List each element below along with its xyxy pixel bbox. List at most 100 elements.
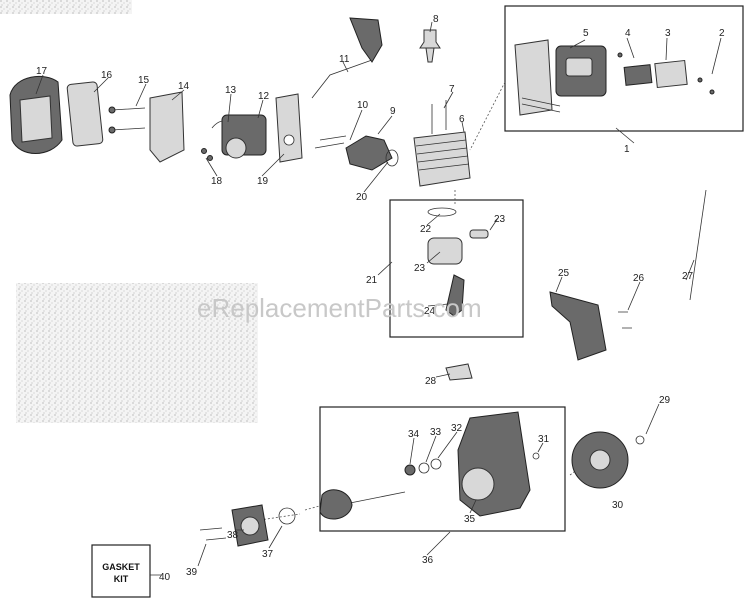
callout-3: 3 (665, 28, 671, 39)
callout-37: 37 (262, 549, 274, 560)
bearing-32 (430, 458, 442, 470)
callout-26: 26 (633, 273, 645, 284)
callout-22: 22 (420, 224, 432, 235)
callout-14: 14 (178, 81, 190, 92)
screw-head-15b (108, 126, 116, 134)
callout-35: 35 (464, 514, 476, 525)
callout-33: 33 (430, 427, 442, 438)
screw-18b (207, 155, 213, 161)
intake-manifold (345, 135, 393, 171)
crank-web (319, 489, 353, 520)
muffler-window (565, 57, 593, 77)
muffler-plate (654, 59, 688, 89)
assembly-line-starter (259, 513, 301, 521)
callout-28: 28 (425, 376, 437, 387)
callout-5: 5 (583, 28, 589, 39)
callout-23b: 23 (414, 263, 426, 274)
washer-34 (404, 464, 416, 476)
callout-23a: 23 (494, 214, 506, 225)
muffler-screw-a (697, 77, 703, 83)
assembly-line-muffler (469, 81, 506, 151)
carb-bowl (225, 137, 247, 159)
starter-pulley (240, 516, 260, 536)
screws-15 (111, 107, 146, 131)
coil-screws (618, 311, 632, 329)
callout-40: 40 (159, 572, 171, 583)
callout-38: 38 (227, 530, 239, 541)
group-box-piston (389, 199, 524, 338)
group-box-muffler (504, 5, 744, 132)
cylinder-fins (415, 139, 470, 171)
air-filter-cover-face (19, 95, 53, 143)
callout-8: 8 (433, 14, 439, 25)
gasket-kit-line1: GASKET (102, 562, 140, 572)
spark-plug-boot (349, 17, 383, 63)
callout-9: 9 (390, 106, 396, 117)
callout-34: 34 (408, 429, 420, 440)
callout-7: 7 (449, 84, 455, 95)
callout-36: 36 (422, 555, 434, 566)
screws-39 (199, 527, 227, 541)
washer-29 (635, 435, 645, 445)
muffler-screw-b (709, 89, 715, 95)
o-ring-20 (385, 149, 399, 167)
spark-plug (419, 29, 441, 63)
group-box-crankcase (319, 406, 566, 532)
cylinder-bolts (431, 100, 447, 134)
seal-33 (418, 462, 430, 474)
callout-19: 19 (257, 176, 269, 187)
o-ring-37 (278, 507, 296, 525)
air-filter (66, 81, 104, 147)
callout-27: 27 (682, 271, 694, 282)
callout-24: 24 (424, 306, 436, 317)
leader-lines (35, 21, 722, 576)
callout-12: 12 (258, 91, 270, 102)
crankcase-housing (457, 411, 531, 517)
callout-labels: 1 2 3 4 5 6 7 8 9 10 11 12 13 14 15 16 1… (36, 14, 725, 583)
callout-17: 17 (36, 66, 48, 77)
flywheel-hub (589, 449, 611, 471)
insulator-plate (275, 93, 303, 163)
callout-20: 20 (356, 192, 368, 203)
watermark: eReplacementParts.com (197, 293, 482, 323)
callout-30: 30 (612, 500, 624, 511)
piston (427, 237, 463, 265)
ignition-module (549, 291, 607, 361)
gasket-kit-line2: KIT (114, 574, 129, 584)
pin-31 (532, 452, 540, 460)
callout-16: 16 (101, 70, 113, 81)
muffler-bracket (514, 39, 553, 116)
speckle-area-left (16, 283, 258, 423)
spark-screen (623, 64, 653, 86)
wrist-pin (469, 229, 489, 239)
callout-18: 18 (211, 176, 223, 187)
insulator-hole (283, 134, 295, 146)
callout-39: 39 (186, 567, 198, 578)
ignition-wire (689, 189, 707, 301)
callout-1: 1 (624, 144, 630, 155)
callout-11: 11 (339, 54, 350, 65)
screw-head-15a (108, 106, 116, 114)
air-box (149, 91, 185, 163)
callout-21: 21 (366, 275, 378, 286)
screw-18a (201, 148, 207, 154)
callout-4: 4 (625, 28, 631, 39)
callout-6: 6 (459, 114, 465, 125)
callout-13: 13 (225, 85, 237, 96)
callout-25: 25 (558, 268, 570, 279)
callout-10: 10 (357, 100, 369, 111)
callout-29: 29 (659, 395, 671, 406)
throttle-rod (311, 59, 373, 99)
screws-10 (314, 135, 347, 149)
callout-31: 31 (538, 434, 550, 445)
muffler-screw-c (617, 52, 623, 58)
crankcase-bore (461, 467, 495, 501)
callout-32: 32 (451, 423, 463, 434)
muffler-fins (521, 97, 561, 113)
piston-ring (427, 207, 457, 217)
callout-2: 2 (719, 28, 725, 39)
callout-15: 15 (138, 75, 150, 86)
gasket-kit-box (91, 544, 151, 598)
speckle-area-top (0, 0, 132, 14)
